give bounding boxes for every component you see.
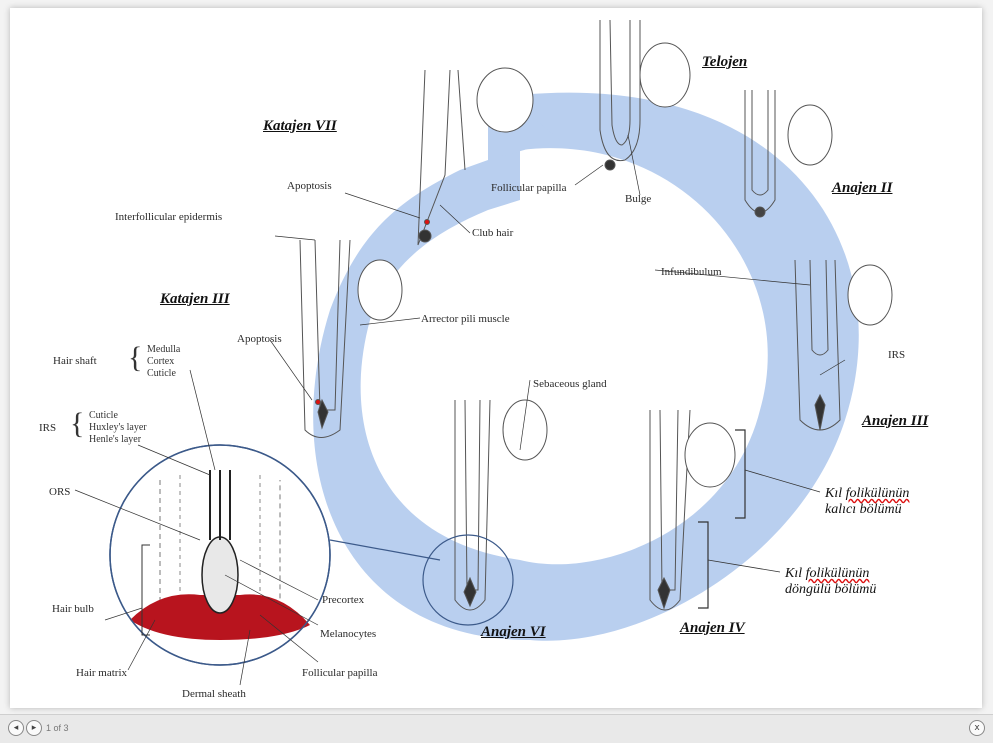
- stage-anajen3: Anajen III: [862, 413, 928, 430]
- stage-anajen2: Anajen II: [832, 180, 892, 197]
- hair-shaft-layer-cuticle: Cuticle: [147, 368, 176, 379]
- stage-katajen7: Katajen VII: [263, 118, 337, 135]
- irs-brace: {: [70, 409, 84, 439]
- label-irs-right: IRS: [888, 349, 905, 361]
- cyclic-line2: döngülü bölümü: [785, 582, 876, 597]
- hair-shaft-layer-medulla: Medulla: [147, 344, 180, 355]
- label-infundibulum: Infundibulum: [661, 266, 722, 278]
- viewer-footer: ◂ ▸ 1 of 3 x: [0, 714, 993, 743]
- page-indicator: 1 of 3: [46, 723, 69, 733]
- permanent-prefix: Kıl: [825, 486, 842, 501]
- label-club-hair: Club hair: [472, 227, 513, 239]
- label-ors: ORS: [49, 486, 70, 498]
- irs-layer-henle: Henle's layer: [89, 434, 141, 445]
- label-sebaceous-gland: Sebaceous gland: [533, 378, 607, 390]
- cyclic-word: folikülünün: [806, 566, 870, 581]
- label-irs-left: IRS: [39, 422, 56, 434]
- prev-page-button[interactable]: ◂: [8, 720, 24, 736]
- next-page-button[interactable]: ▸: [26, 720, 42, 736]
- hair-shaft-brace: {: [128, 343, 142, 373]
- irs-layer-cuticle: Cuticle: [89, 410, 118, 421]
- label-dermal-sheath: Dermal sheath: [182, 688, 246, 700]
- bulb-zoom-circle: [110, 445, 330, 665]
- label-melanocytes: Melanocytes: [320, 628, 376, 640]
- label-hair-bulb: Hair bulb: [52, 603, 94, 615]
- label-follicular-papilla-top: Follicular papilla: [491, 182, 566, 194]
- text-permanent-part: Kıl folikülünün kalıcı bölümü: [825, 486, 909, 518]
- label-apoptosis-top: Apoptosis: [287, 180, 332, 192]
- label-precortex: Precortex: [322, 594, 364, 606]
- stage-telojen: Telojen: [702, 54, 747, 71]
- label-hair-shaft: Hair shaft: [53, 355, 97, 367]
- label-bulge: Bulge: [625, 193, 651, 205]
- label-apoptosis-left: Apoptosis: [237, 333, 282, 345]
- stage-katajen3: Katajen III: [160, 291, 230, 308]
- hair-shaft-layer-cortex: Cortex: [147, 356, 174, 367]
- label-interfollicular-epidermis: Interfollicular epidermis: [115, 211, 222, 223]
- label-arrector-pili: Arrector pili muscle: [421, 313, 510, 325]
- close-button[interactable]: x: [969, 720, 985, 736]
- label-hair-matrix: Hair matrix: [76, 667, 127, 679]
- cycle-arrow: [313, 82, 859, 641]
- permanent-word: folikülünün: [846, 486, 910, 501]
- cyclic-prefix: Kıl: [785, 566, 802, 581]
- text-cyclic-part: Kıl folikülünün döngülü bölümü: [785, 566, 876, 598]
- label-follicular-papilla-bottom: Follicular papilla: [302, 667, 377, 679]
- stage-anajen6: Anajen VI: [481, 624, 546, 641]
- irs-layer-huxley: Huxley's layer: [89, 422, 147, 433]
- permanent-line2: kalıcı bölümü: [825, 502, 902, 517]
- stage-anajen4: Anajen IV: [680, 620, 745, 637]
